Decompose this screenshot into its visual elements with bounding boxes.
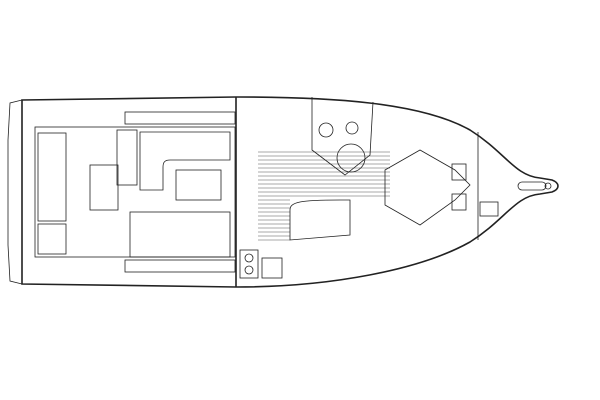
l-shaped-settee xyxy=(139,131,231,191)
forward-hatch xyxy=(479,201,499,217)
teak-deck-stripes xyxy=(258,151,390,241)
shower-drain xyxy=(336,143,366,173)
head-compartment xyxy=(311,97,374,176)
lower-helm-seat xyxy=(129,211,231,258)
galley-sink xyxy=(261,257,283,279)
anchor-roller xyxy=(517,181,547,191)
table xyxy=(175,169,222,201)
transom xyxy=(7,99,23,285)
cockpit-floor xyxy=(34,126,236,258)
burner-1 xyxy=(244,253,254,263)
stern-seat-lower xyxy=(37,223,67,255)
side-deck-top xyxy=(124,111,236,125)
bow-cleat xyxy=(544,182,552,190)
upper-helm-seat xyxy=(116,129,138,186)
burner-2 xyxy=(244,265,254,275)
side-deck-bottom xyxy=(124,259,236,273)
head-sink xyxy=(345,121,359,135)
stern-seat xyxy=(37,132,67,222)
hull-outline xyxy=(21,96,559,288)
hatch xyxy=(89,164,119,211)
v-berth xyxy=(384,149,471,226)
dinette xyxy=(289,199,351,241)
forward-seat-lower xyxy=(451,193,467,211)
galley-stove xyxy=(239,249,259,279)
toilet xyxy=(318,122,334,138)
forward-seat-upper xyxy=(451,163,467,181)
